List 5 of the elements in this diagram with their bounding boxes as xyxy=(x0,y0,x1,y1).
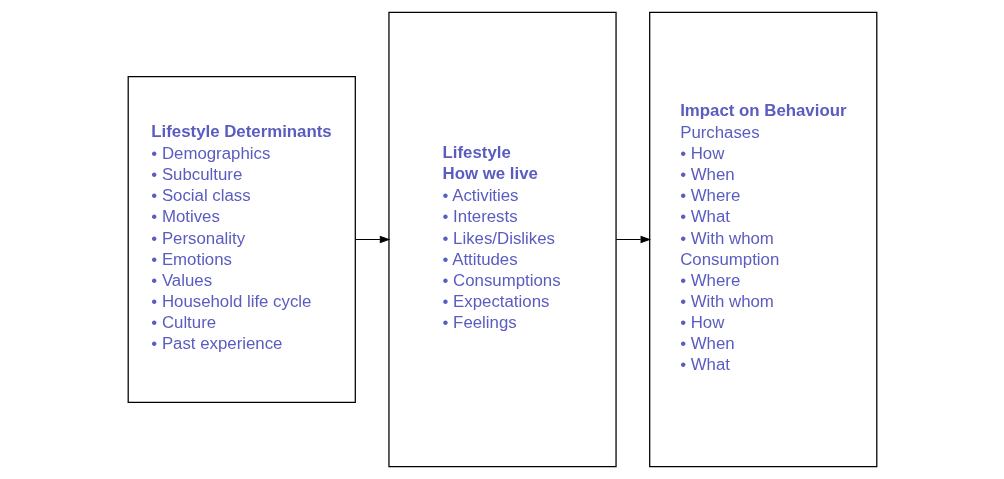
node-box: Lifestyle Determinants • Demographics • Subculture • Social class • Motives • Personality • Emotions • Values • Household life cycle • Culture • Past experience xyxy=(127,75,356,404)
arrow xyxy=(615,235,651,244)
node-box: Impact on Behaviour Purchases • How • When • Where • What • With whom Consumption • Where • With whom • How • When • What xyxy=(648,11,877,468)
arrow xyxy=(354,235,390,244)
node-box: Lifestyle How we live • Activities • Interests • Likes/Dislikes • Attitudes • Consumptions • Expectations • Feelings xyxy=(387,11,617,468)
